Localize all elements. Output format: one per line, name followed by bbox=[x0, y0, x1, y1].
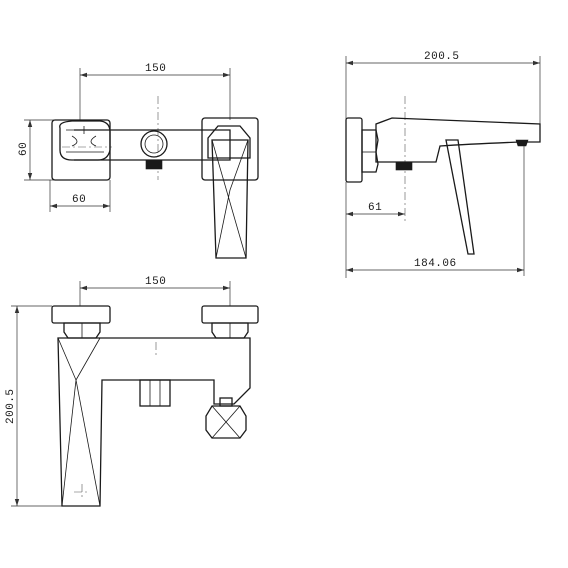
front-dim-150-label: 150 bbox=[145, 63, 166, 75]
side-view: 200.5 61 184.06 bbox=[345, 51, 541, 278]
side-body bbox=[375, 117, 541, 163]
side-spout-tip bbox=[515, 139, 529, 147]
side-dim-61: 61 bbox=[345, 182, 405, 278]
left-wall-flange bbox=[51, 119, 111, 181]
front-dim-60-vertical-label: 60 bbox=[18, 142, 30, 156]
side-dim-61-label: 61 bbox=[368, 202, 382, 214]
side-lever bbox=[445, 139, 475, 255]
spout-outlet bbox=[145, 159, 163, 170]
handle-hub bbox=[207, 125, 251, 159]
side-wall-flange bbox=[345, 117, 363, 183]
side-dim-184-06: 184.06 bbox=[346, 146, 525, 276]
side-dim-200-5-label: 200.5 bbox=[424, 51, 460, 63]
center-boss bbox=[140, 130, 168, 158]
top-view: 150 200.5 bbox=[5, 276, 259, 507]
side-dim-184-06-label: 184.06 bbox=[414, 258, 457, 270]
top-spout-outlet bbox=[139, 379, 171, 407]
diverter-knob bbox=[59, 120, 111, 161]
side-dim-200-5: 200.5 bbox=[345, 51, 541, 124]
front-dim-60-horizontal-label: 60 bbox=[72, 194, 86, 206]
top-right-flange bbox=[201, 305, 259, 324]
top-dim-200-5: 200.5 bbox=[5, 305, 70, 507]
lever-handle bbox=[211, 139, 249, 259]
front-view: 150 60 60 bbox=[18, 63, 259, 259]
top-dim-200-5-label: 200.5 bbox=[5, 388, 17, 424]
front-dim-150: 150 bbox=[79, 63, 231, 120]
top-left-flange bbox=[51, 305, 111, 324]
top-dim-150: 150 bbox=[79, 276, 231, 306]
top-diverter bbox=[205, 397, 247, 439]
front-dim-60-vertical: 60 bbox=[18, 119, 55, 181]
right-wall-flange bbox=[201, 117, 259, 181]
front-dim-60-horizontal: 60 bbox=[49, 180, 111, 212]
top-dim-150-label: 150 bbox=[145, 276, 166, 288]
top-body bbox=[57, 337, 251, 507]
mixer-body bbox=[74, 129, 231, 161]
side-outlet bbox=[395, 161, 413, 171]
top-lever-facets bbox=[57, 337, 101, 507]
